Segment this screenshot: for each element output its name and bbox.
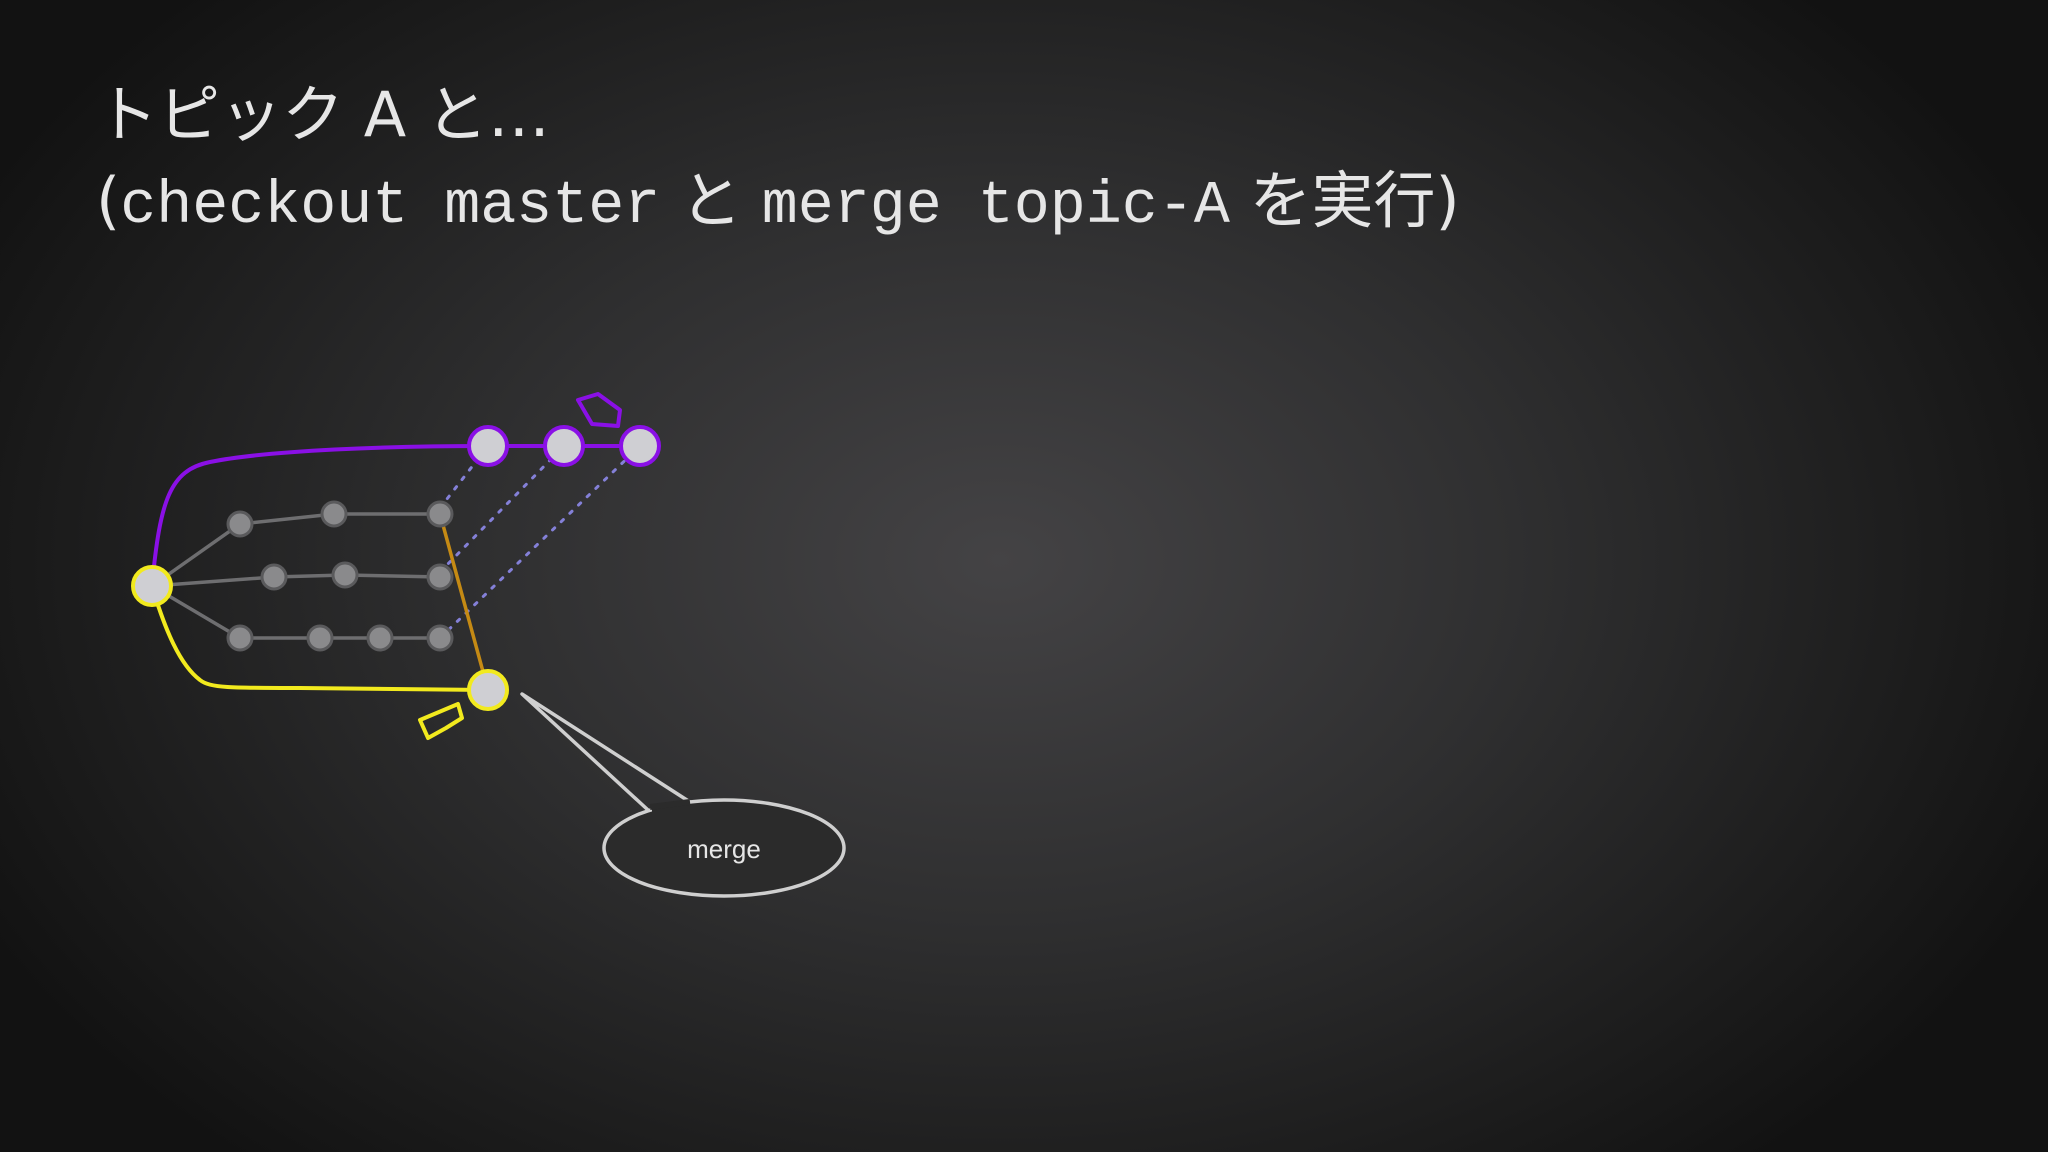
side-commit xyxy=(426,624,454,652)
master-branch xyxy=(150,585,489,692)
side-branch-3 xyxy=(151,584,440,640)
checkout-command: checkout master xyxy=(120,173,661,241)
merge-edge xyxy=(438,513,490,691)
title-paren-open: ( xyxy=(96,164,121,237)
topic-a-commit xyxy=(619,425,661,467)
title-joiner: と xyxy=(680,164,743,237)
dotted-links xyxy=(438,444,642,640)
side-commit xyxy=(331,561,359,589)
side-branch-2 xyxy=(151,573,441,588)
side-commit xyxy=(306,624,334,652)
callout-label: merge xyxy=(687,834,761,864)
topic-a-tag-icon xyxy=(576,392,622,428)
side-commit xyxy=(226,510,254,538)
side-commits xyxy=(226,500,454,652)
callout-pointer xyxy=(520,692,691,812)
side-commit xyxy=(260,563,288,591)
root-commit xyxy=(131,565,173,607)
title-line-2: (checkout master と merge topic-A を実行) xyxy=(96,158,1460,250)
side-commit xyxy=(226,624,254,652)
side-commit xyxy=(426,500,454,528)
dotted-link xyxy=(438,444,642,640)
title-line-1: トピック A と… xyxy=(96,78,550,151)
callout-bubble xyxy=(602,798,846,898)
topic-a-commit xyxy=(467,425,509,467)
topic-a-commits xyxy=(467,425,661,467)
merge-commit xyxy=(467,669,509,711)
topic-a-branch xyxy=(150,444,640,587)
side-branches xyxy=(150,512,441,640)
title-suffix: を実行) xyxy=(1249,164,1460,237)
topic-a-commit xyxy=(543,425,585,467)
merge-callout: merge xyxy=(520,692,846,898)
slide-title: トピック A と… (checkout master と merge topic… xyxy=(96,72,1460,250)
side-commit xyxy=(426,563,454,591)
side-commit xyxy=(320,500,348,528)
merge-command: merge topic-A xyxy=(761,173,1230,241)
master-tag-icon xyxy=(418,702,464,740)
side-branch-1 xyxy=(150,512,440,588)
dotted-link xyxy=(438,444,490,510)
dotted-link xyxy=(438,444,566,574)
side-commit xyxy=(366,624,394,652)
